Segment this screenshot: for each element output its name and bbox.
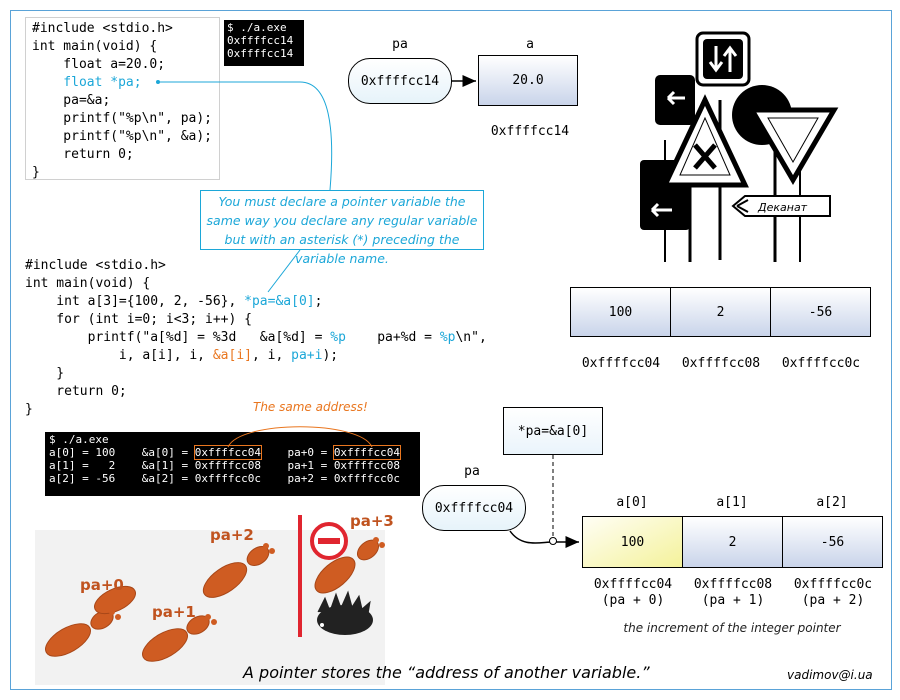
terminal-output-top: $ ./a.exe 0xffffcc14 0xffffcc14 — [224, 20, 304, 66]
same-address-note: The same address! — [253, 400, 368, 414]
callout-connector-top — [158, 81, 333, 191]
element-name: a[2] — [816, 495, 848, 510]
author-credit: vadimov@i.ua — [787, 668, 873, 682]
footprint-label-pa0: pa+0 — [80, 576, 124, 594]
callout-connector-bottom — [267, 249, 301, 293]
code-snippet-top: #include <stdio.h> int main(void) { floa… — [25, 17, 220, 180]
element-address: 0xffffcc04(pa + 0) — [593, 577, 673, 608]
array-cell-0: 100 — [570, 287, 671, 337]
code-line: float a=20.0; — [32, 57, 166, 72]
terminal-output-bottom: $ ./a.exe a[0] = 100 &a[0] = 0xffffcc04 … — [45, 432, 420, 496]
array-cell-2: -56 — [782, 516, 883, 568]
code-line: printf("%p\n", pa); — [32, 111, 213, 126]
pointer-name-label: pa — [464, 464, 480, 479]
footprint-label-pa2: pa+2 — [210, 526, 254, 544]
pointer-init: *pa=&a[0] — [244, 294, 315, 309]
code-line: pa=&a; — [32, 93, 111, 108]
highlighted-address: 0xffffcc04 — [332, 445, 402, 460]
pointer-increment-caption: the increment of the integer pointer — [623, 621, 841, 635]
footprint-label-pa3: pa+3 — [350, 512, 394, 530]
footprint-label-pa1: pa+1 — [152, 603, 196, 621]
code-snippet-bottom: #include <stdio.h> int main(void) { int … — [25, 258, 487, 417]
element-address: 0xffffcc0c(pa + 2) — [793, 577, 873, 608]
pointer-name-label: pa — [392, 37, 408, 52]
declaration-callout: You must declare a pointer variable the … — [200, 190, 484, 266]
code-line: #include <stdio.h> — [32, 21, 173, 36]
element-address: 0xffffcc08(pa + 1) — [693, 577, 773, 608]
road-signs-illustration: Деканат — [640, 31, 839, 262]
pointer-cell: 0xffffcc04 — [422, 485, 526, 531]
code-line: printf("%p\n", &a); — [32, 129, 213, 144]
bottom-caption: A pointer stores the “address of another… — [243, 663, 650, 682]
array-cell-1: 2 — [670, 287, 771, 337]
array-cell-2: -56 — [770, 287, 871, 337]
code-line-pointer-decl: float *pa; — [32, 75, 142, 90]
variable-cell: 20.0 — [478, 55, 578, 106]
pointer-cell: 0xffffcc14 — [348, 58, 452, 104]
same-address-bracket — [227, 426, 373, 448]
array-address: 0xffffcc04 — [581, 356, 661, 371]
array-address: 0xffffcc08 — [681, 356, 761, 371]
code-line: int main(void) { — [32, 39, 158, 54]
footprints-illustration: pa+0 pa+1 pa+2 pa+3 — [35, 512, 394, 685]
element-name: a[0] — [616, 495, 648, 510]
highlighted-address: 0xffffcc04 — [193, 445, 262, 460]
variable-name-label: a — [526, 37, 534, 52]
sign-label: Деканат — [757, 201, 808, 214]
variable-address-label: 0xffffcc14 — [490, 124, 570, 139]
pointer-init-box: *pa=&a[0] — [503, 407, 603, 455]
code-line: return 0; — [32, 147, 134, 162]
array-cell-0-highlighted: 100 — [582, 516, 683, 568]
element-name: a[1] — [716, 495, 748, 510]
array-address: 0xffffcc0c — [781, 356, 861, 371]
code-line: } — [32, 165, 40, 180]
array-cell-1: 2 — [682, 516, 783, 568]
pointer-arrow-bottom — [509, 530, 579, 548]
